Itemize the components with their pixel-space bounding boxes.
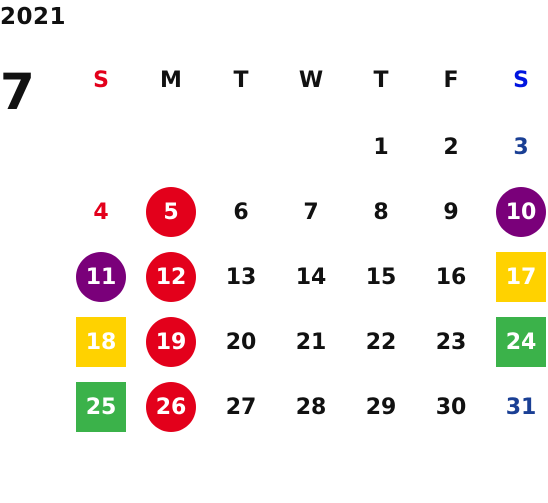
date-cell: 19 (136, 309, 206, 375)
date-number: 13 (225, 264, 257, 290)
date-number: 8 (373, 199, 389, 225)
weekday-label: S (513, 67, 529, 93)
date-number: 25 (76, 382, 126, 432)
weekday-header: M (136, 47, 206, 113)
date-number: 28 (295, 394, 327, 420)
date-cell: 17 (486, 244, 548, 310)
date-cell (66, 114, 136, 180)
date-cell: 11 (66, 244, 136, 310)
weekday-label: M (160, 67, 182, 93)
date-cell: 6 (206, 179, 276, 245)
date-number: 9 (443, 199, 459, 225)
date-number: 7 (303, 199, 319, 225)
date-number: 30 (435, 394, 467, 420)
date-cell: 1 (346, 114, 416, 180)
date-cell (206, 114, 276, 180)
date-number: 10 (496, 187, 546, 237)
date-cell: 31 (486, 374, 548, 440)
date-number: 17 (496, 252, 546, 302)
date-cell: 4 (66, 179, 136, 245)
date-number: 31 (505, 394, 537, 420)
weekday-header: W (276, 47, 346, 113)
date-number: 4 (93, 199, 109, 225)
weekday-label: W (298, 67, 324, 93)
date-cell: 13 (206, 244, 276, 310)
date-number: 19 (146, 317, 196, 367)
date-cell: 23 (416, 309, 486, 375)
date-number: 20 (225, 329, 257, 355)
date-cell: 16 (416, 244, 486, 310)
date-cell (276, 114, 346, 180)
date-number: 21 (295, 329, 327, 355)
date-cell: 12 (136, 244, 206, 310)
date-cell: 14 (276, 244, 346, 310)
date-number: 15 (365, 264, 397, 290)
weekday-label: T (373, 67, 389, 93)
date-number: 6 (233, 199, 249, 225)
date-number: 11 (76, 252, 126, 302)
weekday-header: T (346, 47, 416, 113)
month-number: 7 (0, 63, 35, 121)
date-number: 27 (225, 394, 257, 420)
date-number: 23 (435, 329, 467, 355)
date-cell: 2 (416, 114, 486, 180)
weekday-header: T (206, 47, 276, 113)
date-number: 2 (443, 134, 459, 160)
date-cell: 21 (276, 309, 346, 375)
date-number: 3 (513, 134, 529, 160)
date-number: 1 (373, 134, 389, 160)
date-cell: 18 (66, 309, 136, 375)
date-cell: 10 (486, 179, 548, 245)
weekday-label: T (233, 67, 249, 93)
date-cell: 22 (346, 309, 416, 375)
date-number: 14 (295, 264, 327, 290)
weekday-label: F (443, 67, 459, 93)
date-number: 12 (146, 252, 196, 302)
date-cell: 26 (136, 374, 206, 440)
date-cell: 8 (346, 179, 416, 245)
weekday-label: S (93, 67, 109, 93)
year-label: 2021 (0, 4, 67, 30)
date-cell: 9 (416, 179, 486, 245)
date-cell (136, 114, 206, 180)
date-number: 5 (146, 187, 196, 237)
date-cell: 27 (206, 374, 276, 440)
date-cell: 28 (276, 374, 346, 440)
weekday-header: S (486, 47, 548, 113)
date-cell: 24 (486, 309, 548, 375)
date-cell: 29 (346, 374, 416, 440)
date-number: 29 (365, 394, 397, 420)
date-number: 16 (435, 264, 467, 290)
date-cell: 20 (206, 309, 276, 375)
date-cell: 5 (136, 179, 206, 245)
date-cell: 30 (416, 374, 486, 440)
weekday-header: S (66, 47, 136, 113)
date-number: 26 (146, 382, 196, 432)
date-number: 22 (365, 329, 397, 355)
date-cell: 3 (486, 114, 548, 180)
weekday-header: F (416, 47, 486, 113)
date-cell: 25 (66, 374, 136, 440)
date-number: 24 (496, 317, 546, 367)
date-cell: 7 (276, 179, 346, 245)
date-cell: 15 (346, 244, 416, 310)
date-number: 18 (76, 317, 126, 367)
